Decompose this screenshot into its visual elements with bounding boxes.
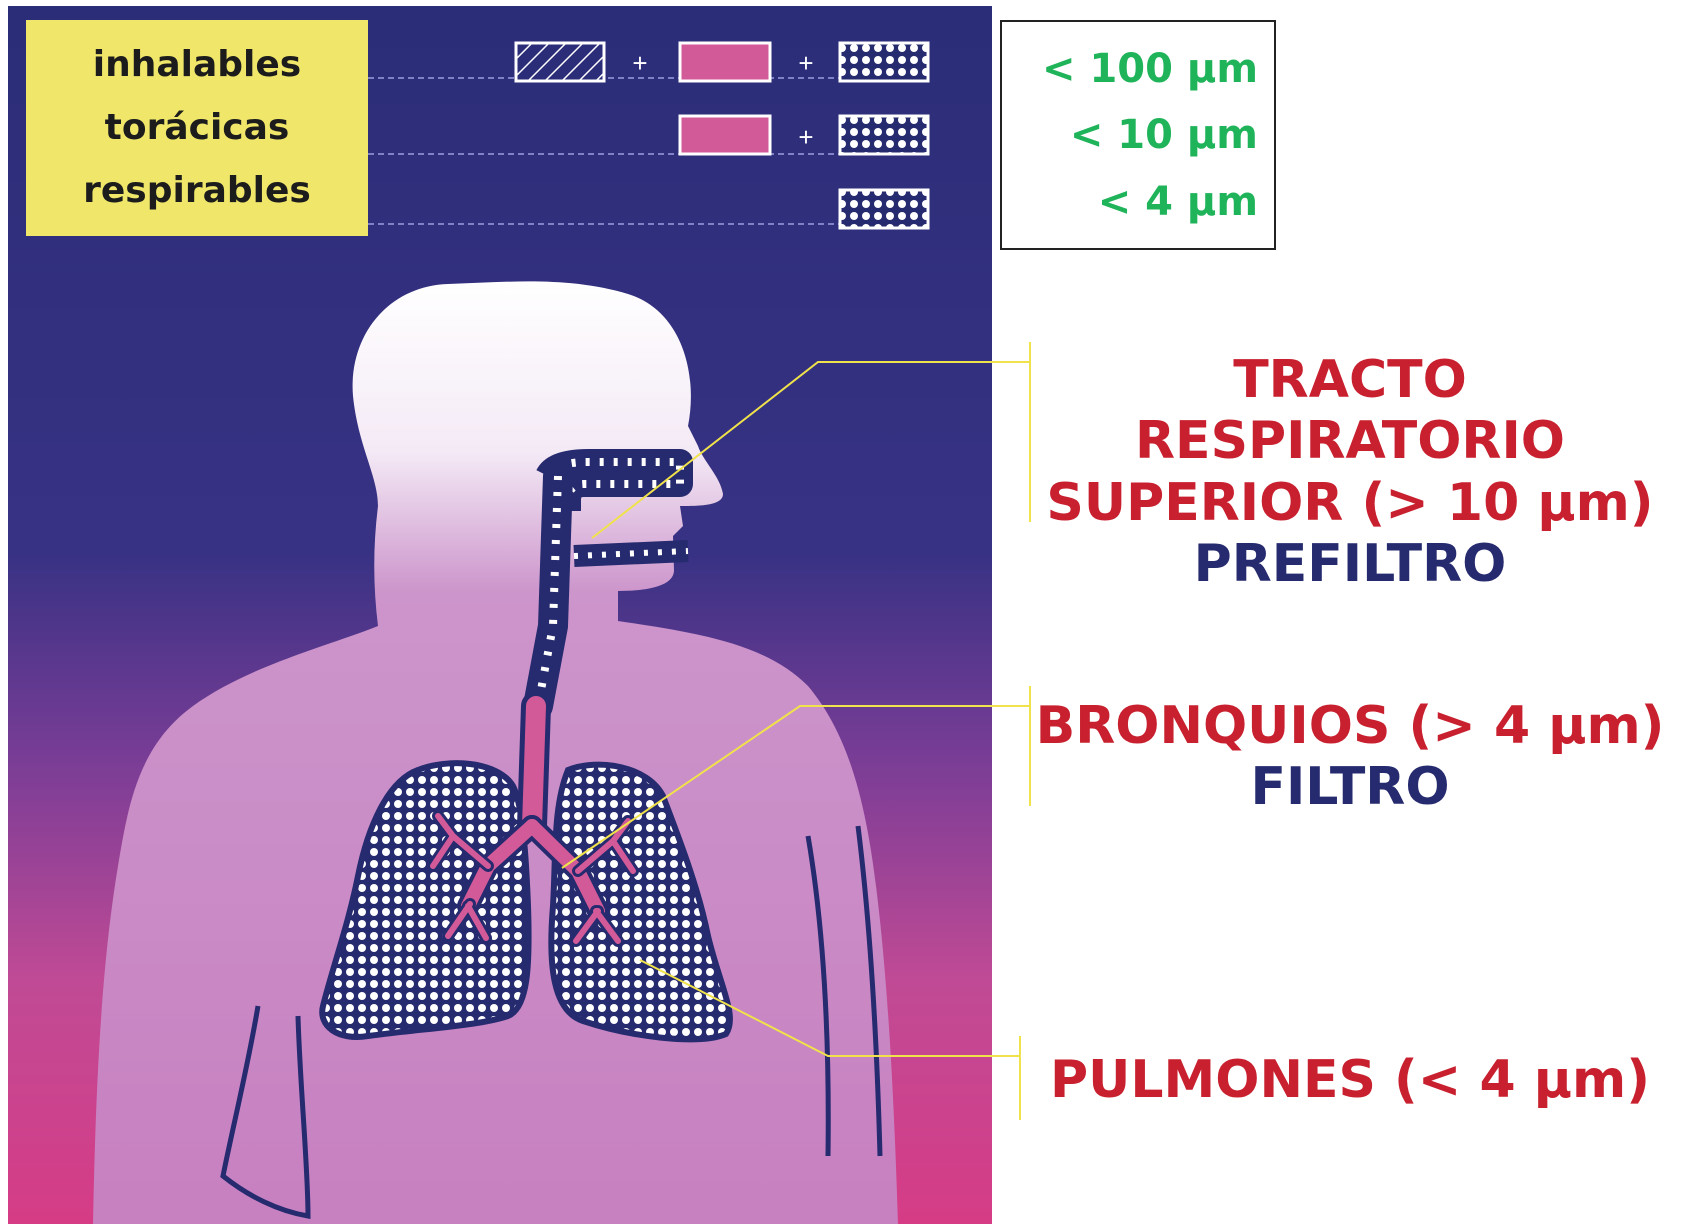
legend-inhalables: inhalables bbox=[93, 47, 301, 83]
size-10: < 10 µm bbox=[1070, 115, 1258, 155]
plus-sign: + bbox=[632, 48, 647, 78]
upper-tract-line-2: RESPIRATORIO bbox=[1030, 411, 1670, 472]
bronchi-line: BRONQUIOS (> 4 µm) bbox=[1030, 696, 1670, 757]
dotted-particle-swatch bbox=[840, 43, 928, 81]
plus-sign: + bbox=[798, 122, 813, 152]
swatch-row-inhalables: + + bbox=[516, 43, 928, 81]
swatch-row-respirables bbox=[840, 190, 928, 228]
lungs-line: PULMONES (< 4 µm) bbox=[1030, 1050, 1670, 1111]
legend-toracicas: torácicas bbox=[105, 110, 290, 146]
bronchi-label: BRONQUIOS (> 4 µm) FILTRO bbox=[1030, 696, 1670, 819]
bronchi-role: FILTRO bbox=[1030, 757, 1670, 818]
pink-particle-swatch bbox=[680, 116, 770, 154]
dotted-particle-swatch bbox=[840, 116, 928, 154]
lungs-label: PULMONES (< 4 µm) bbox=[1030, 1050, 1670, 1111]
swatch-row-toracicas: + bbox=[680, 116, 928, 154]
upper-tract-role: PREFILTRO bbox=[1030, 534, 1670, 595]
size-4: < 4 µm bbox=[1098, 182, 1258, 222]
fraction-legend: inhalables torácicas respirables bbox=[26, 20, 368, 236]
trachea-fill bbox=[532, 706, 536, 826]
particle-size-box: < 100 µm < 10 µm < 4 µm bbox=[1000, 20, 1276, 250]
hatched-particle-swatch bbox=[516, 43, 604, 81]
pink-particle-swatch bbox=[680, 43, 770, 81]
size-100: < 100 µm bbox=[1042, 49, 1258, 89]
dotted-particle-swatch bbox=[840, 190, 928, 228]
upper-tract-line-1: TRACTO bbox=[1030, 350, 1670, 411]
legend-respirables: respirables bbox=[83, 173, 311, 209]
plus-sign: + bbox=[798, 48, 813, 78]
upper-tract-line-3: SUPERIOR (> 10 µm) bbox=[1030, 473, 1670, 534]
upper-tract-label: TRACTO RESPIRATORIO SUPERIOR (> 10 µm) P… bbox=[1030, 350, 1670, 595]
